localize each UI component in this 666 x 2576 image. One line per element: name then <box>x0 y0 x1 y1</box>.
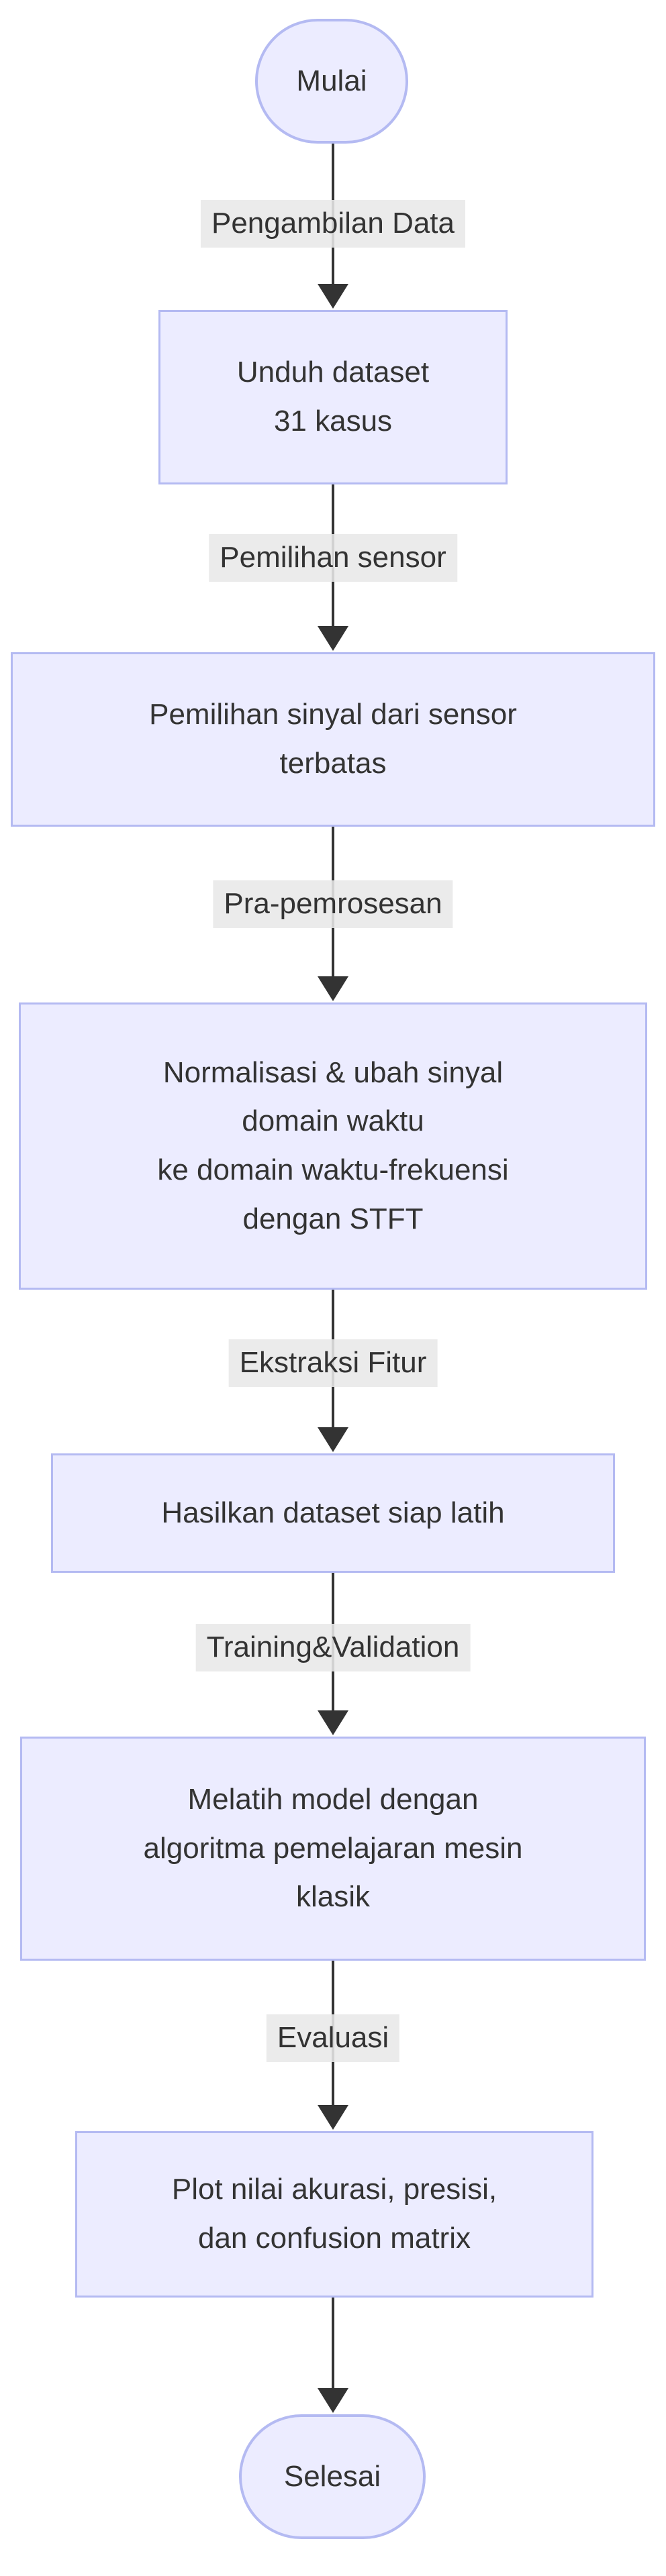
edge-label-1: Pengambilan Data <box>200 200 466 248</box>
arrowhead-icon <box>318 2388 348 2413</box>
edge-label-3: Pra-pemrosesan <box>213 880 453 928</box>
node-end-label: Selesai <box>283 2459 381 2493</box>
arrowhead-icon <box>318 1427 348 1452</box>
node-step5-label: Melatih model dengan algoritma pemelajar… <box>143 1783 523 1914</box>
arrowhead-icon <box>318 626 348 651</box>
node-step3: Normalisasi & ubah sinyal domain waktu k… <box>19 1002 647 1290</box>
node-end: Selesai <box>239 2414 426 2539</box>
edge-label-2: Pemilihan sensor <box>209 534 457 582</box>
node-step6-label: Plot nilai akurasi, presisi, dan confusi… <box>171 2173 497 2255</box>
node-step4: Hasilkan dataset siap latih <box>51 1453 615 1573</box>
node-start-label: Mulai <box>296 64 367 97</box>
edge-label-6: Evaluasi <box>266 2014 400 2062</box>
node-step5: Melatih model dengan algoritma pemelajar… <box>20 1737 646 1961</box>
arrowhead-icon <box>318 976 348 1001</box>
node-step2: Pemilihan sinyal dari sensor terbatas <box>11 652 655 827</box>
arrowhead-icon <box>318 1710 348 1735</box>
edge-label-4: Ekstraksi Fitur <box>228 1339 438 1387</box>
edge-label-5: Training&Validation <box>195 1624 471 1671</box>
node-step2-label: Pemilihan sinyal dari sensor terbatas <box>149 698 517 780</box>
edge-line-7 <box>332 2298 334 2393</box>
node-step6: Plot nilai akurasi, presisi, dan confusi… <box>75 2131 593 2298</box>
node-step1: Unduh dataset 31 kasus <box>158 310 508 484</box>
node-step3-label: Normalisasi & ubah sinyal domain waktu k… <box>157 1055 509 1235</box>
node-step4-label: Hasilkan dataset siap latih <box>161 1496 505 1529</box>
arrowhead-icon <box>318 284 348 309</box>
node-start: Mulai <box>255 19 408 144</box>
node-step1-label: Unduh dataset 31 kasus <box>236 356 430 437</box>
arrowhead-icon <box>318 2105 348 2130</box>
